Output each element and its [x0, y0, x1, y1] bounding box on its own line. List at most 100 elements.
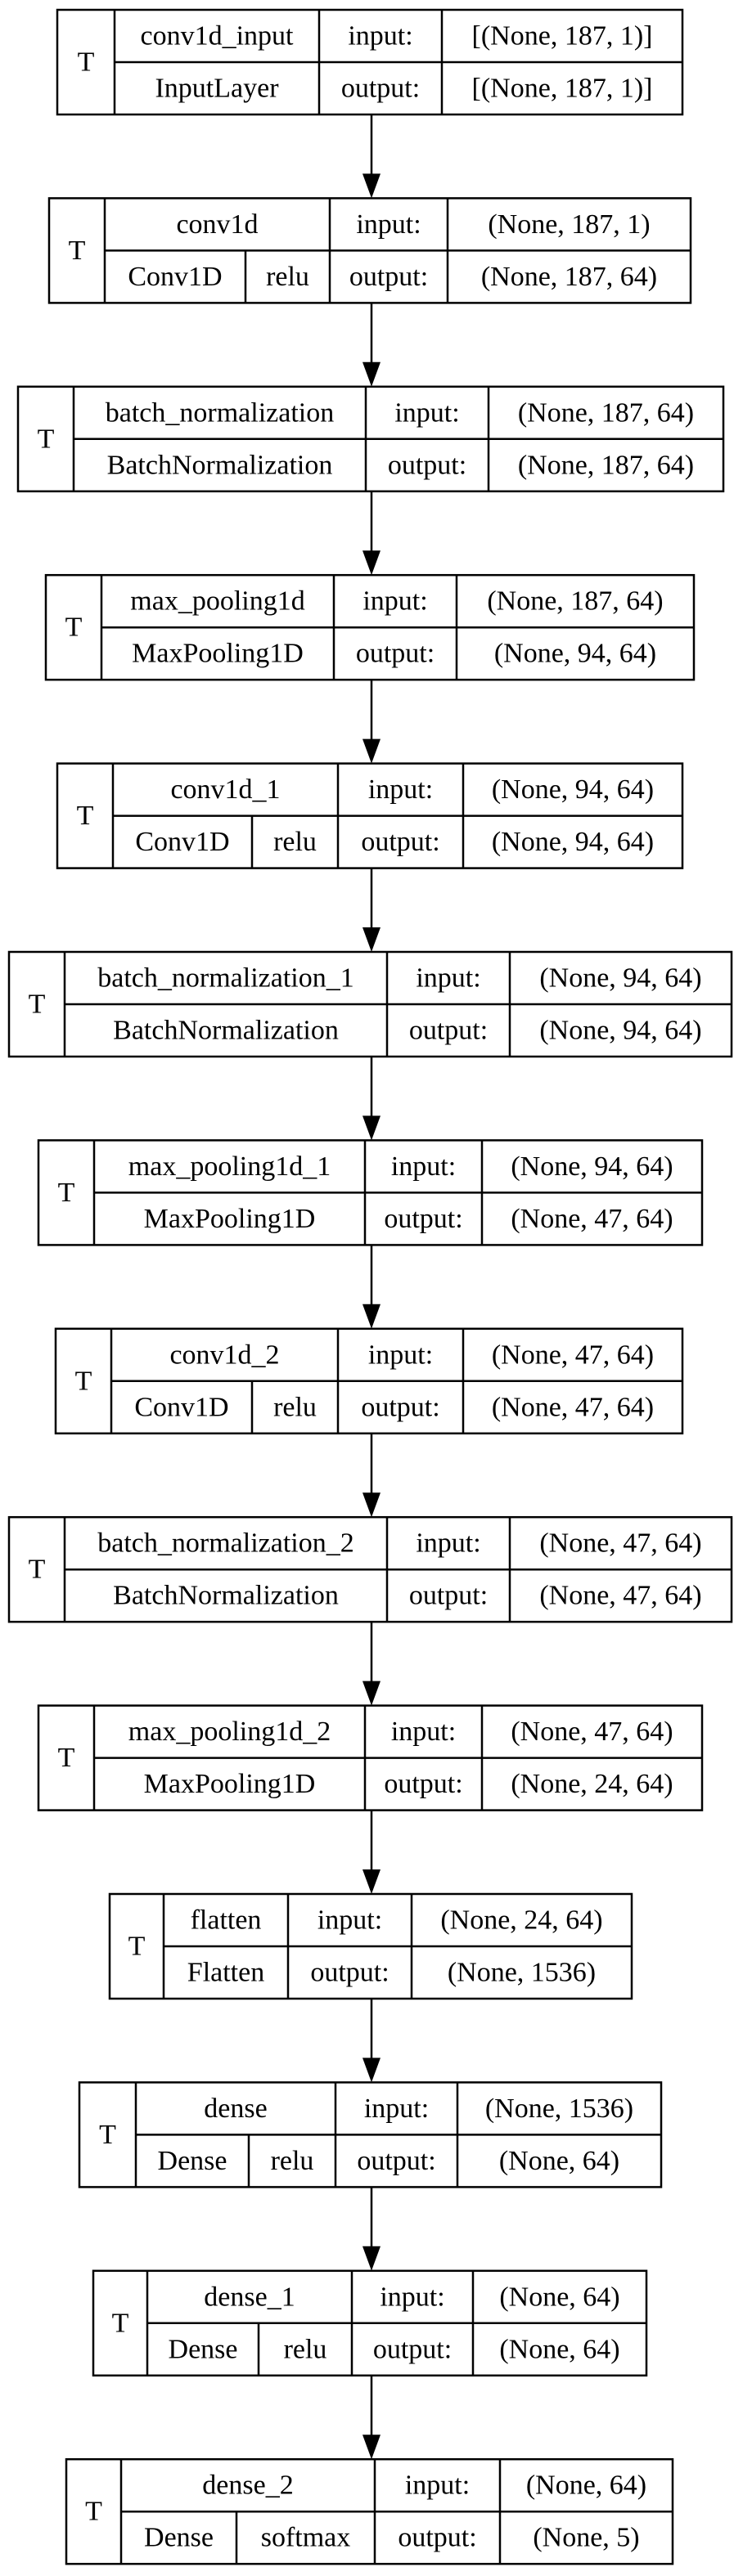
tensor-type-badge: T [29, 990, 46, 1020]
layer-type: Conv1D [134, 1392, 228, 1422]
arrowhead-icon [362, 927, 381, 952]
tensor-type-badge: T [85, 2497, 102, 2527]
input-shape: (None, 94, 64) [492, 774, 654, 805]
layer-name: conv1d_1 [170, 774, 280, 805]
arrowhead-icon [362, 1304, 381, 1329]
tensor-type-badge: T [58, 1178, 75, 1208]
tensor-type-badge: T [75, 1366, 92, 1396]
edge-dense-to-dense_1 [362, 2187, 381, 2271]
output-shape: [(None, 187, 1)] [472, 74, 653, 104]
layer-type: Flatten [187, 1958, 264, 1988]
layer-type: BatchNormalization [113, 1581, 339, 1611]
layer-activation: relu [273, 1392, 317, 1422]
layer-name: conv1d [176, 209, 258, 240]
output-label: output: [361, 1392, 439, 1422]
input-label: input: [362, 586, 427, 617]
edge-batch_normalization-to-max_pooling1d [362, 491, 381, 576]
arrowhead-icon [362, 2246, 381, 2271]
layer-node-batch_normalization_2: Tbatch_normalization_2BatchNormalization… [7, 1515, 733, 1623]
output-shape: (None, 5) [533, 2523, 639, 2553]
tensor-type-badge: T [128, 1932, 146, 1962]
layer-name: conv1d_2 [169, 1340, 279, 1370]
layer-name: dense_2 [202, 2471, 293, 2501]
edge-flatten-to-dense [362, 1999, 381, 2083]
input-label: input: [317, 1905, 382, 1936]
input-label: input: [356, 209, 421, 240]
layer-node-batch_normalization_1: Tbatch_normalization_1BatchNormalization… [7, 950, 733, 1058]
layer-type: Dense [144, 2523, 214, 2553]
layer-name: max_pooling1d_1 [128, 1151, 331, 1182]
input-shape: (None, 64) [499, 2282, 619, 2312]
edge-conv1d-to-batch_normalization [362, 303, 381, 387]
input-shape: (None, 94, 64) [539, 963, 701, 994]
input-shape: (None, 187, 64) [487, 586, 663, 617]
output-shape: (None, 64) [499, 2146, 619, 2176]
tensor-type-badge: T [78, 47, 95, 78]
tensor-type-badge: T [99, 2120, 116, 2150]
layer-type: BatchNormalization [107, 450, 333, 480]
tensor-type-badge: T [38, 424, 55, 454]
output-shape: (None, 47, 64) [492, 1392, 654, 1422]
input-label: input: [416, 963, 480, 994]
input-label: input: [391, 1151, 456, 1182]
output-label: output: [356, 639, 435, 669]
input-shape: (None, 47, 64) [539, 1528, 701, 1559]
output-shape: (None, 187, 64) [518, 450, 694, 480]
input-shape: (None, 187, 64) [518, 397, 694, 428]
input-label: input: [368, 774, 433, 805]
output-shape: (None, 1536) [448, 1958, 596, 1988]
input-label: input: [391, 1717, 456, 1747]
arrowhead-icon [362, 1869, 381, 1894]
input-shape: (None, 94, 64) [511, 1151, 673, 1182]
layer-activation: relu [271, 2146, 314, 2176]
output-shape: (None, 47, 64) [511, 1204, 673, 1234]
output-shape: (None, 64) [499, 2334, 619, 2364]
layer-node-max_pooling1d_1: Tmax_pooling1d_1MaxPooling1Dinput:output… [37, 1139, 704, 1246]
edge-max_pooling1d_1-to-conv1d_2 [362, 1245, 381, 1329]
output-shape: (None, 94, 64) [494, 639, 656, 669]
layer-name: max_pooling1d_2 [128, 1717, 331, 1747]
output-label: output: [384, 1204, 462, 1234]
arrowhead-icon [362, 2435, 381, 2460]
output-label: output: [409, 1581, 488, 1611]
input-label: input: [364, 2094, 429, 2124]
layer-type: MaxPooling1D [132, 639, 304, 669]
tensor-type-badge: T [29, 1555, 46, 1585]
layer-activation: relu [273, 827, 317, 857]
output-label: output: [409, 1016, 488, 1046]
input-shape: (None, 47, 64) [511, 1717, 673, 1747]
layer-node-max_pooling1d_2: Tmax_pooling1d_2MaxPooling1Dinput:output… [37, 1704, 704, 1811]
edge-conv1d_1-to-batch_normalization_1 [362, 868, 381, 952]
layer-name: batch_normalization_1 [97, 963, 353, 994]
arrowhead-icon [362, 2058, 381, 2083]
arrowhead-icon [362, 1492, 381, 1518]
layer-name: flatten [191, 1905, 262, 1936]
edge-dense_1-to-dense_2 [362, 2375, 381, 2460]
arrowhead-icon [362, 173, 381, 199]
layer-type: Conv1D [135, 827, 229, 857]
edge-max_pooling1d_2-to-flatten [362, 1810, 381, 1894]
tensor-type-badge: T [58, 1743, 75, 1773]
output-shape: (None, 24, 64) [511, 1769, 673, 1799]
input-label: input: [405, 2471, 470, 2501]
input-label: input: [348, 21, 412, 52]
edge-batch_normalization_2-to-max_pooling1d_2 [362, 1622, 381, 1706]
output-label: output: [310, 1958, 389, 1988]
edges-layer [362, 114, 381, 2460]
input-shape: (None, 64) [526, 2471, 646, 2501]
input-label: input: [394, 397, 459, 428]
layer-node-max_pooling1d: Tmax_pooling1dMaxPooling1Dinput:output:(… [44, 573, 696, 681]
tensor-type-badge: T [69, 236, 86, 266]
tensor-type-badge: T [112, 2308, 129, 2338]
output-label: output: [398, 2523, 476, 2553]
layer-type: Dense [169, 2334, 238, 2364]
layer-node-batch_normalization: Tbatch_normalizationBatchNormalizationin… [16, 385, 725, 493]
input-shape: (None, 1536) [485, 2094, 633, 2124]
edge-batch_normalization_1-to-max_pooling1d_1 [362, 1057, 381, 1141]
